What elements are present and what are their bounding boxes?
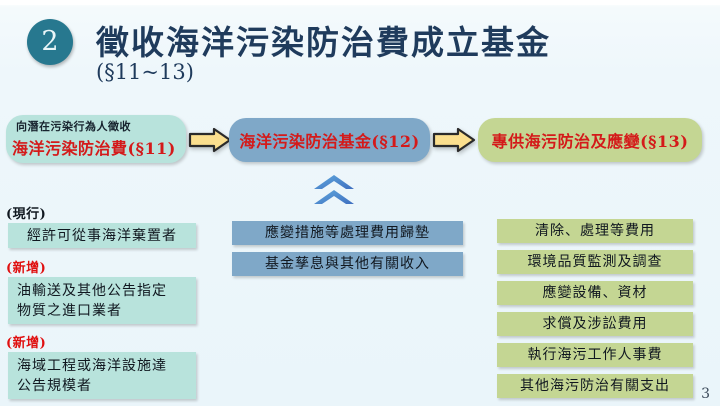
right-item-6-text: 其他海污防治有關支出 [520,378,670,394]
right-item-5-text: 執行海污工作人事費 [527,347,663,363]
right-item-box-3: 應變設備、資材 [497,281,693,305]
left-item-2-line-2: 物質之進口業者 [17,302,122,319]
page-subtitle: (§11~13) [96,60,194,84]
flow-step-2-main-text: 海洋污染防治基金(§12) [239,132,420,151]
flow-step-dedicated-use: 專供海污防治及應變(§13) [478,118,702,162]
right-item-2-text: 環境品質監測及調查 [527,254,663,270]
right-item-box-1: 清除、處理等費用 [497,219,693,243]
right-item-1-text: 清除、處理等費用 [535,223,655,239]
flow-step-3-main-text: 專供海污防治及應變(§13) [491,132,689,151]
left-tag-new-2: (新增) [6,261,47,276]
right-item-4-text: 求償及涉訟費用 [542,316,648,332]
left-tag-current-1: (現行) [6,207,47,222]
double-chevron-up-icon [314,175,354,204]
left-item-box-2: 油輸送及其他公告指定 物質之進口業者 [8,277,196,324]
slide-header: 2 徵收海洋污染防治費成立基金 (§11~13) [0,8,720,104]
page-number: 3 [701,386,710,402]
flow-step-fund: 海洋污染防治基金(§12) [229,118,430,162]
left-item-box-3: 海域工程或海洋設施達 公告規模者 [8,352,196,399]
flow-step-1-small-text: 向潛在污染行為人徵收 [16,120,131,133]
left-item-3-line-2: 公告規模者 [17,377,92,394]
arrow-right-icon [188,127,232,153]
section-number-badge: 2 [27,19,73,65]
page-title: 徵收海洋污染防治費成立基金 [96,23,551,62]
middle-item-2-text: 基金孳息與其他有關收入 [265,256,430,272]
middle-item-box-1: 應變措施等處理費用歸墊 [232,221,463,245]
left-item-1-line-1: 經許可從事海洋棄置者 [27,227,177,244]
flow-step-1-main-text: 海洋污染防治費(§11) [12,139,176,158]
right-item-box-2: 環境品質監測及調查 [497,250,693,274]
left-item-3-line-1: 海域工程或海洋設施達 [17,357,167,374]
right-item-box-5: 執行海污工作人事費 [497,343,693,367]
top-white-strip [0,0,720,5]
right-item-box-6: 其他海污防治有關支出 [497,374,693,398]
middle-item-1-text: 應變措施等處理費用歸墊 [265,225,430,241]
middle-item-box-2: 基金孳息與其他有關收入 [232,252,463,276]
flow-step-collect-fee: 向潛在污染行為人徵收 海洋污染防治費(§11) [6,115,186,163]
left-item-box-1: 經許可從事海洋棄置者 [8,223,196,248]
right-item-box-4: 求償及涉訟費用 [497,312,693,336]
right-item-3-text: 應變設備、資材 [542,285,648,301]
left-tag-new-3: (新增) [6,336,47,351]
left-item-2-line-1: 油輸送及其他公告指定 [17,282,167,299]
arrow-right-icon [432,127,476,153]
